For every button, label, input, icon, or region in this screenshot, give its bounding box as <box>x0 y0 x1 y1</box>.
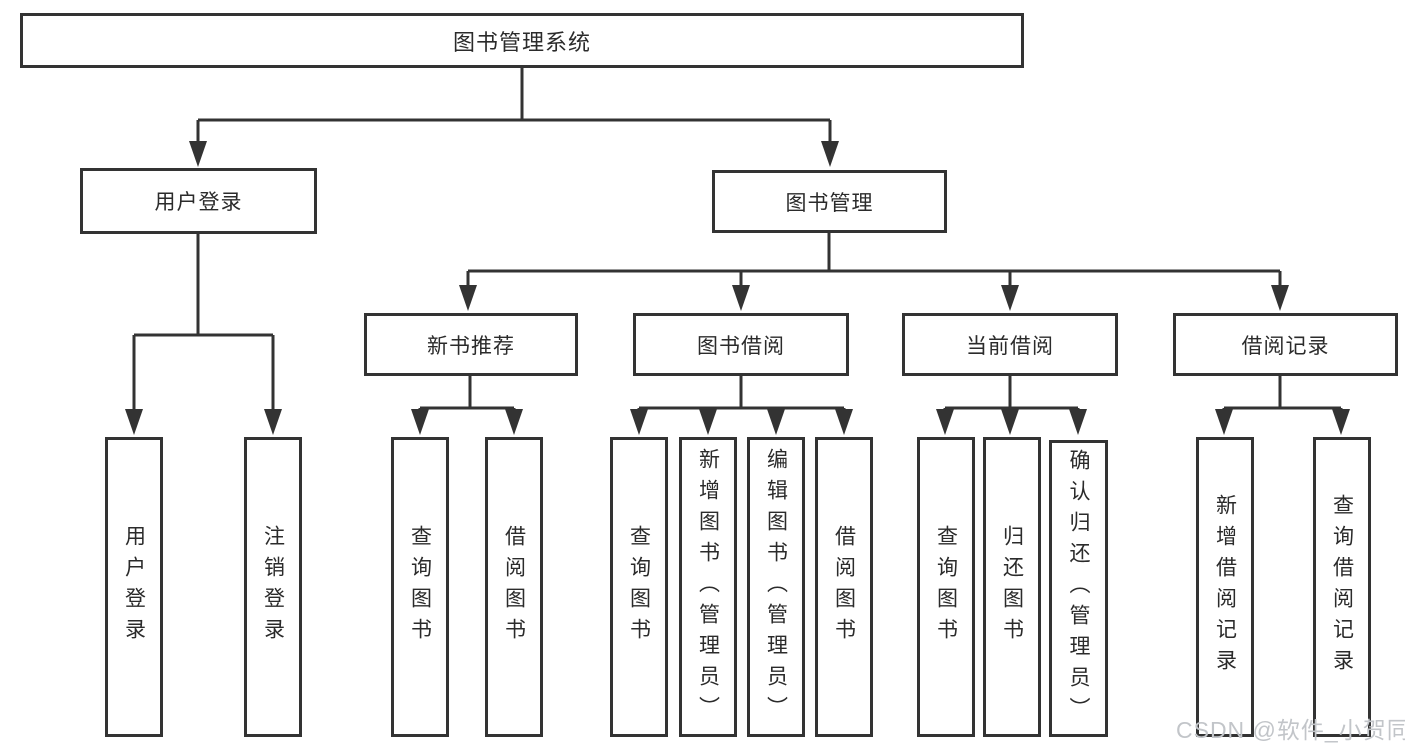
leaf-edit-book-admin: 编辑图书（管理员） <box>747 437 805 737</box>
leaf-logout-login: 注销登录 <box>244 437 302 737</box>
leaf-confirm-return-admin: 确认归还（管理员） <box>1049 440 1108 737</box>
node-current-borrow: 当前借阅 <box>902 313 1118 376</box>
leaf-query-book-recommend: 查询图书 <box>391 437 449 737</box>
leaf-user-login: 用户登录 <box>105 437 163 737</box>
leaf-return-book: 归还图书 <box>983 437 1041 737</box>
leaf-query-borrow-record: 查询借阅记录 <box>1313 437 1371 737</box>
leaf-borrow-book: 借阅图书 <box>815 437 873 737</box>
tree-edges <box>132 68 1343 411</box>
arrowheads <box>125 141 1350 435</box>
node-borrow-record: 借阅记录 <box>1173 313 1398 376</box>
leaf-borrow-book-recommend: 借阅图书 <box>485 437 543 737</box>
node-book-borrow: 图书借阅 <box>633 313 849 376</box>
leaf-add-borrow-record: 新增借阅记录 <box>1196 437 1254 737</box>
leaf-add-book-admin: 新增图书（管理员） <box>679 437 737 737</box>
node-book-management: 图书管理 <box>712 170 947 233</box>
node-new-book-recommend: 新书推荐 <box>364 313 578 376</box>
node-user-login: 用户登录 <box>80 168 317 234</box>
leaf-query-book-current: 查询图书 <box>917 437 975 737</box>
node-root: 图书管理系统 <box>20 13 1024 68</box>
leaf-query-book-borrow: 查询图书 <box>610 437 668 737</box>
